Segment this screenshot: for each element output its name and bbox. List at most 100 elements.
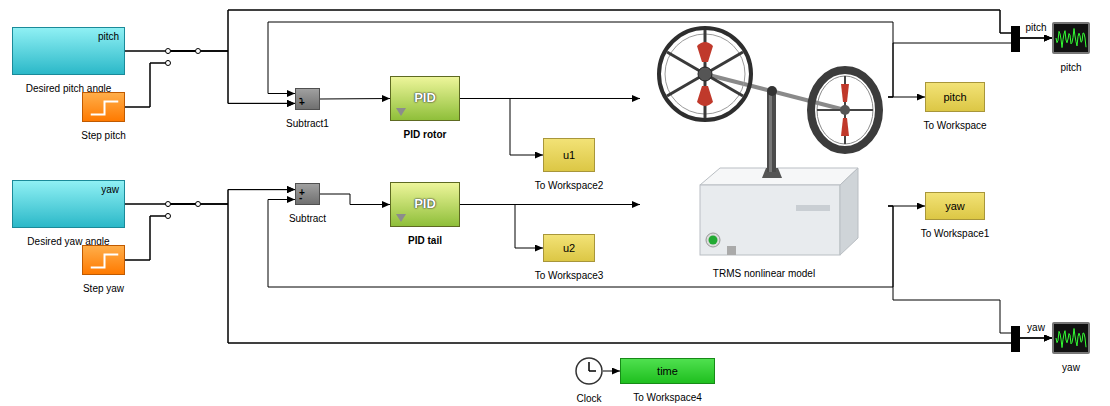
source-block: pitchDesired pitch angle (12, 27, 125, 75)
signal-line (125, 190, 295, 204)
signal-line (460, 99, 543, 156)
workspace-block: u2To Workspace3 (543, 234, 595, 262)
signal-line (268, 22, 893, 97)
signal-line (125, 204, 1052, 343)
step-block: Step pitch (82, 92, 125, 122)
block-caption: To Workspace3 (535, 270, 604, 281)
block-text: yaw (945, 200, 965, 213)
manual-switch (164, 202, 201, 219)
signal-line (603, 371, 620, 372)
caption-slot: Subtract1 (286, 113, 329, 131)
block-caption: Subtract (289, 213, 326, 224)
clock-block: Clock (575, 357, 603, 385)
signal-line (125, 10, 1052, 51)
mux-bar (1011, 326, 1020, 352)
scope-block: pitch (1052, 22, 1090, 54)
block-text: u2 (563, 242, 575, 255)
caption-slot: To Workspace1 (921, 223, 990, 241)
caption-slot: To Workspace2 (535, 175, 604, 193)
signal-label-slot: pitch (1025, 17, 1046, 35)
sum-block-body: +- (295, 183, 320, 205)
sum-block: +-Subtract (295, 183, 320, 205)
step-glyph (83, 93, 126, 123)
clock-face (575, 357, 603, 385)
signal-label: pitch (1025, 22, 1046, 33)
workspace-block-body: time (620, 358, 715, 384)
workspace-block-body: u2 (543, 234, 595, 262)
workspace-block: timeTo Workspace4 (620, 358, 715, 384)
signal-line (320, 98, 390, 100)
step-block: Step yaw (82, 245, 125, 275)
signal-line (320, 194, 390, 205)
caption-slot: Subtract (289, 208, 326, 226)
block-caption: Step yaw (83, 283, 124, 294)
block-text: yaw (101, 184, 119, 196)
block-caption: pitch (1060, 62, 1081, 73)
block-caption: PID tail (408, 235, 442, 246)
block-text: pitch (98, 31, 119, 43)
pid-block: PIDPID rotor (390, 76, 460, 121)
sum-sign: - (299, 192, 302, 203)
mask-arrow-icon (394, 106, 408, 118)
pid-block-body: PID (390, 76, 460, 121)
block-caption: To Workspace4 (633, 392, 702, 403)
sum-block-body: -+ (295, 88, 320, 110)
signal-line (888, 97, 925, 98)
source-block: yawDesired yaw angle (12, 180, 125, 228)
block-caption: Step pitch (81, 130, 125, 141)
caption-slot: TRMS nonlinear model (713, 263, 815, 281)
signal-line (125, 10, 1052, 107)
block-caption: Subtract1 (286, 118, 329, 129)
caption-slot: PID tail (408, 230, 442, 248)
block-text: u1 (563, 149, 575, 162)
block-caption: To Workspace1 (921, 228, 990, 239)
block-text: PID (414, 197, 436, 212)
caption-slot: Step pitch (81, 125, 125, 143)
workspace-block-body: yaw (925, 192, 985, 220)
sum-block: -+Subtract1 (295, 88, 320, 110)
step-block-body (82, 245, 125, 275)
scope-block-body (1052, 322, 1090, 354)
caption-slot: To Workspace (923, 115, 986, 133)
caption-slot: To Workspace3 (535, 265, 604, 283)
trms-mast (762, 92, 782, 178)
manual-switch (164, 49, 201, 66)
clock-block-body (575, 357, 603, 385)
plant-block: TRMS nonlinear model (640, 15, 888, 260)
block-text: pitch (943, 91, 966, 104)
workspace-block: pitchTo Workspace (925, 82, 985, 112)
step-block-body (82, 92, 125, 122)
caption-slot: Step yaw (83, 278, 124, 296)
workspace-block: yawTo Workspace1 (925, 192, 985, 220)
plant-block-body (640, 15, 888, 260)
sum-sign: + (299, 97, 305, 108)
block-text: time (657, 365, 678, 378)
scope-block-body (1052, 22, 1090, 54)
trms-base (700, 168, 858, 255)
block-caption: To Workspace (923, 120, 986, 131)
caption-slot: yaw (1062, 357, 1080, 375)
signal-line (268, 200, 893, 288)
tail-rotor (811, 70, 879, 150)
block-text: PID (414, 91, 436, 106)
signal-line (888, 206, 925, 207)
pid-block: PIDPID tail (390, 182, 460, 227)
signal-line (888, 206, 1052, 338)
caption-slot: To Workspace4 (633, 387, 702, 405)
mask-arrow-icon (394, 212, 408, 224)
block-caption: TRMS nonlinear model (713, 268, 815, 279)
block-caption: yaw (1062, 362, 1080, 373)
source-block-body: pitch (12, 27, 125, 75)
caption-slot: PID rotor (404, 124, 447, 142)
workspace-block-body: u1 (543, 138, 595, 172)
block-caption: To Workspace2 (535, 180, 604, 191)
caption-slot: pitch (1060, 57, 1081, 75)
caption-slot: Clock (576, 388, 601, 406)
scope-trace (1054, 24, 1088, 52)
workspace-block: u1To Workspace2 (543, 138, 595, 172)
mux-bar (1011, 26, 1020, 52)
scope-block: yaw (1052, 322, 1090, 354)
source-block-body: yaw (12, 180, 125, 228)
signal-label: yaw (1027, 322, 1045, 333)
step-glyph (83, 246, 126, 276)
